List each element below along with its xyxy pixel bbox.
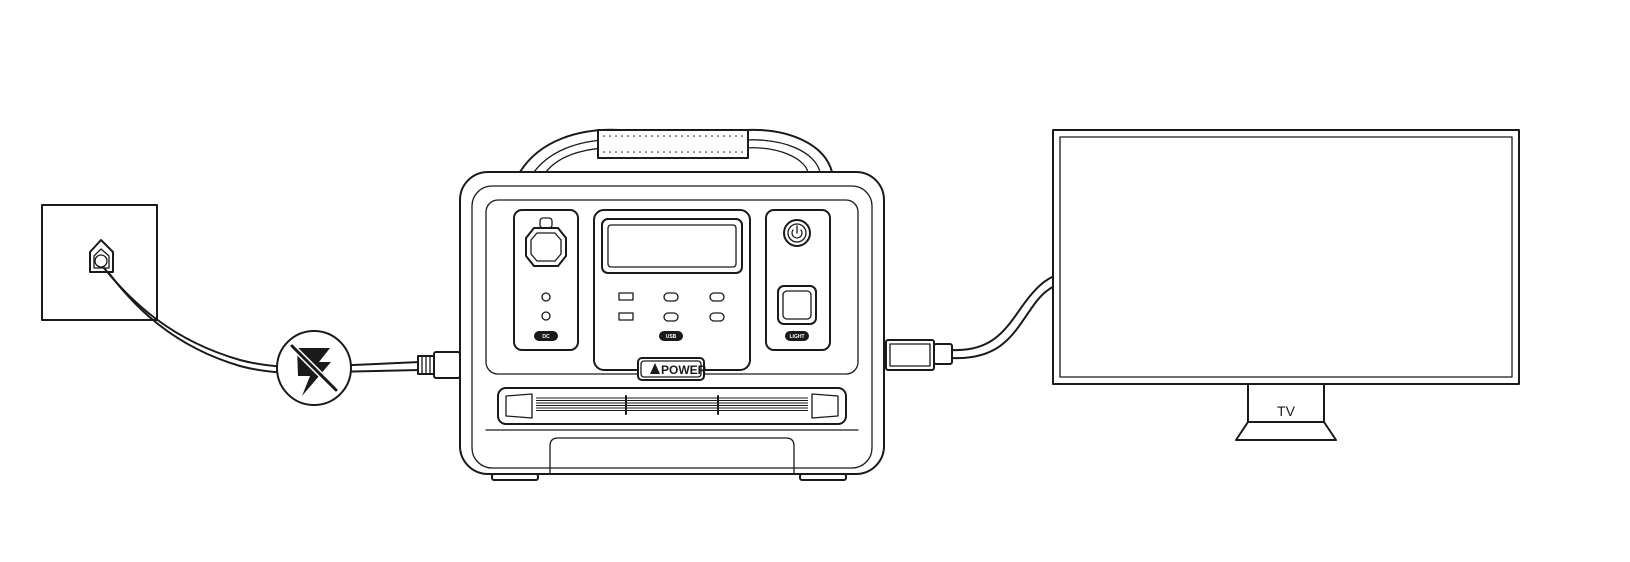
handle-grip: [597, 129, 749, 159]
usb-button-label: USB: [666, 334, 677, 340]
usb-button[interactable]: [659, 331, 683, 341]
foot-right: [799, 473, 847, 481]
vent-grill: [497, 387, 847, 425]
usb-c-port-1: [663, 292, 679, 302]
tv-label: TV: [1277, 403, 1296, 419]
wall-outlet: [41, 204, 158, 321]
tv-stand-base: [1235, 421, 1337, 441]
usb-a-port-2: [618, 312, 634, 321]
dc-button[interactable]: [534, 331, 558, 341]
brand-logo-mark: [650, 363, 660, 374]
tv-screen: [1059, 136, 1513, 378]
dc-port-2: [541, 311, 551, 321]
bottom-recess: [549, 437, 795, 475]
car-port: [525, 227, 567, 267]
foot-left: [491, 473, 539, 481]
tv-frame: [1052, 129, 1520, 385]
input-plug: [433, 351, 461, 379]
power-station: DC USB POWER LIGHT: [459, 128, 885, 481]
power-icon: [791, 225, 803, 239]
dc-button-label: DC: [542, 334, 550, 340]
brand-logo-text: POWER: [661, 363, 707, 377]
no-power-icon: [276, 330, 352, 406]
usb-c-port-4: [709, 312, 725, 322]
tv-stand-neck: [1247, 383, 1325, 423]
usb-c-port-2: [663, 312, 679, 322]
ac-outlet: [777, 285, 817, 325]
tv: TV: [1052, 129, 1520, 441]
light-button[interactable]: [785, 331, 809, 341]
light-button-label: LIGHT: [790, 334, 805, 340]
lcd-display: [601, 218, 743, 274]
dc-port-1: [541, 292, 551, 302]
outlet-socket: [89, 239, 114, 273]
wall-plate: [41, 204, 158, 321]
usb-c-port-3: [709, 292, 725, 302]
brand-badge: [637, 357, 705, 381]
output-cable: [885, 275, 1055, 371]
usb-a-port-1: [618, 292, 634, 301]
